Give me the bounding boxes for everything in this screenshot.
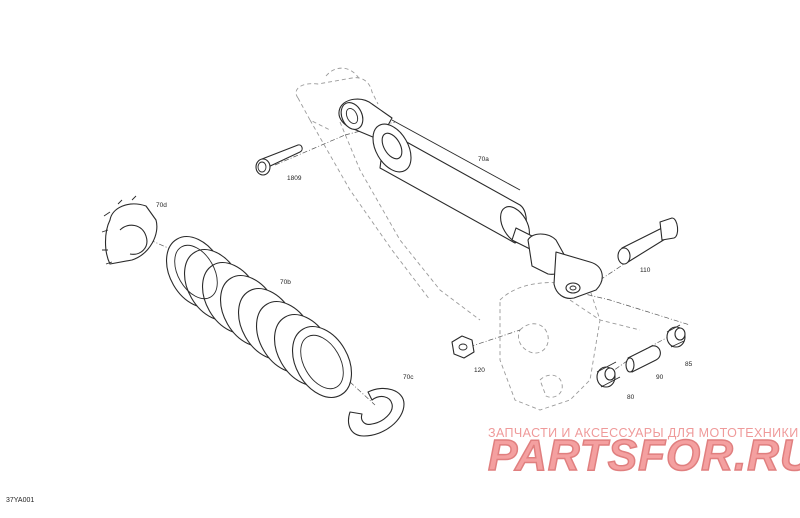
- callout-70b: 70b: [280, 279, 291, 286]
- sleeve-90: [625, 345, 661, 373]
- callout-120: 120: [474, 367, 485, 374]
- spring-retainer-70c: [347, 387, 405, 437]
- callout-110: 110: [640, 267, 651, 274]
- spring-70b: [165, 236, 353, 398]
- callout-80: 80: [627, 394, 635, 401]
- callout-70a: 70a: [478, 156, 489, 163]
- nut-120: [451, 335, 475, 359]
- callout-1809: 1809: [287, 175, 302, 182]
- watermark-brand: PARTSFOR.RU: [488, 431, 800, 480]
- adjuster-collar-70d: [101, 195, 158, 265]
- watermark-tagline: ЗАПЧАСТИ И АКСЕССУАРЫ ДЛЯ МОТОТЕХНИКИ: [488, 426, 799, 440]
- bushing-80: [596, 361, 621, 388]
- watermark: ЗАПЧАСТИ И АКСЕССУАРЫ ДЛЯ МОТОТЕХНИКИ PA…: [487, 426, 800, 481]
- callout-labels: 1809 70a 70d 70b 70c 110 120 85 90 80: [156, 156, 693, 401]
- callout-70c: 70c: [403, 374, 414, 381]
- diagram-reference-code: 37YA001: [6, 497, 34, 504]
- bolt-1809: [255, 144, 303, 176]
- shock-lower-eye: [527, 233, 603, 299]
- bolt-110: [617, 217, 679, 265]
- shock-body-70a: [372, 119, 541, 253]
- callout-85: 85: [685, 361, 693, 368]
- callout-90: 90: [656, 374, 664, 381]
- callout-70d: 70d: [156, 202, 167, 209]
- bushing-85: [666, 324, 686, 348]
